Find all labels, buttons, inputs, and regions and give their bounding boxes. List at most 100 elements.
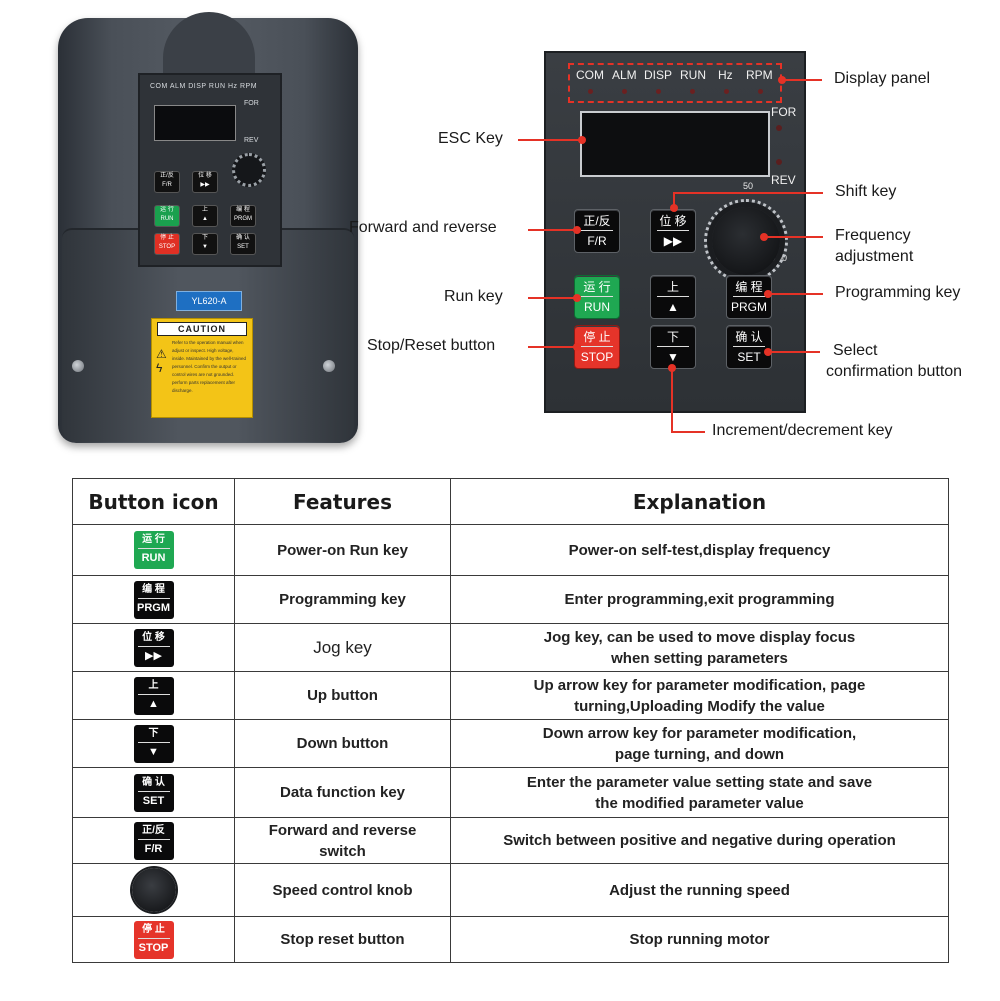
screw-icon <box>72 360 84 372</box>
led-indicator <box>622 89 627 94</box>
callout-dot <box>578 136 586 144</box>
label-esc-key: ESC Key <box>438 130 503 147</box>
led-indicator <box>724 89 729 94</box>
frequency-knob[interactable] <box>712 207 780 275</box>
feature-cell: Data function key <box>234 767 451 818</box>
callout-line <box>528 297 576 299</box>
mini-led-labels: COM ALM DISP RUN Hz RPM <box>150 83 258 90</box>
label-shift-key: Shift key <box>835 183 897 200</box>
knob-icon <box>131 868 176 912</box>
callout-line <box>671 368 673 432</box>
explanation-cell: Switch between positive and negative dur… <box>450 817 949 864</box>
mini-rev-label: REV <box>244 137 259 144</box>
explanation-cell: Up arrow key for parameter modification,… <box>450 671 949 720</box>
led-indicator <box>656 89 661 94</box>
callout-line <box>673 192 823 194</box>
explanation-cell: Stop running motor <box>450 916 949 963</box>
feature-cell: Jog key <box>234 623 451 672</box>
down-key[interactable]: 下▼ <box>650 325 696 369</box>
callout-line <box>528 346 576 348</box>
header-explanation: Explanation <box>450 478 949 525</box>
callout-dot <box>764 348 772 356</box>
shift-key[interactable]: 位 移▶▶ <box>650 209 696 253</box>
explanation-cell: Enter programming,exit programming <box>450 575 949 624</box>
feature-cell: Up button <box>234 671 451 720</box>
led-indicator <box>588 89 593 94</box>
explanation-cell: Enter the parameter value setting state … <box>450 767 949 818</box>
callout-dot <box>573 343 581 351</box>
feature-cell: Power-on Run key <box>234 524 451 576</box>
label-run-key: Run key <box>444 288 503 305</box>
shift-key-icon: 位 移▶▶ <box>133 628 174 667</box>
rev-indicator <box>776 159 782 165</box>
label-programming-key: Programming key <box>835 284 961 301</box>
model-label: YL620-A <box>176 291 242 311</box>
feature-cell: Speed control knob <box>234 863 451 917</box>
callout-line <box>518 139 580 141</box>
led-label-run: RUN <box>680 68 706 82</box>
led-label-alm: ALM <box>612 68 637 82</box>
feature-cell: Down button <box>234 719 451 768</box>
label-stop-reset: Stop/Reset button <box>367 337 496 354</box>
callout-line <box>671 431 705 433</box>
mini-up-key: 上▲ <box>192 205 218 227</box>
rev-label: REV <box>771 173 796 187</box>
label-inc-dec: Increment/decrement key <box>712 422 893 439</box>
explanation-cell: Down arrow key for parameter modificatio… <box>450 719 949 768</box>
down-key-icon: 下▼ <box>133 724 174 763</box>
label-select-1: Select <box>833 342 878 359</box>
table-header-row: Button icon Features Explanation <box>72 478 949 525</box>
mini-down-key: 下▼ <box>192 233 218 255</box>
led-label-hz: Hz <box>718 68 733 82</box>
header-features: Features <box>234 478 451 525</box>
caution-label: CAUTION ⚠ϟ Refer to the operation manual… <box>151 318 253 418</box>
mini-knob-icon <box>232 153 266 187</box>
callout-line <box>782 79 822 81</box>
label-display-panel: Display panel <box>834 70 931 87</box>
callout-dot <box>778 76 786 84</box>
up-key-icon: 上▲ <box>133 676 174 715</box>
explanation-cell: Adjust the running speed <box>450 863 949 917</box>
mini-display <box>154 105 236 141</box>
lcd-display <box>580 111 770 177</box>
callout-dot <box>573 294 581 302</box>
mini-for-label: FOR <box>244 100 259 107</box>
callout-line <box>528 229 576 231</box>
table-row: 上▲ Up button Up arrow key for parameter … <box>72 671 949 720</box>
mini-shift-key: 位 移▶▶ <box>192 171 218 193</box>
callout-line <box>768 351 820 353</box>
led-label-rpm: RPM <box>746 68 773 82</box>
callout-dot <box>764 290 772 298</box>
caution-text: Refer to the operation manual when adjus… <box>172 340 247 393</box>
table-row: Speed control knob Adjust the running sp… <box>72 863 949 917</box>
explanation-cell: Jog key, can be used to move display foc… <box>450 623 949 672</box>
callout-line <box>764 236 823 238</box>
up-key[interactable]: 上▲ <box>650 275 696 319</box>
for-indicator <box>776 125 782 131</box>
label-select-2: confirmation button <box>826 363 963 380</box>
knob-scale-50: 50 <box>743 181 754 191</box>
led-label-com: COM <box>576 68 604 82</box>
caution-title: CAUTION <box>157 322 247 336</box>
inverter-top-vent <box>163 12 255 82</box>
keypad-panel: COM ALM DISP RUN Hz RPM FOR REV 50 0 100… <box>544 51 806 413</box>
